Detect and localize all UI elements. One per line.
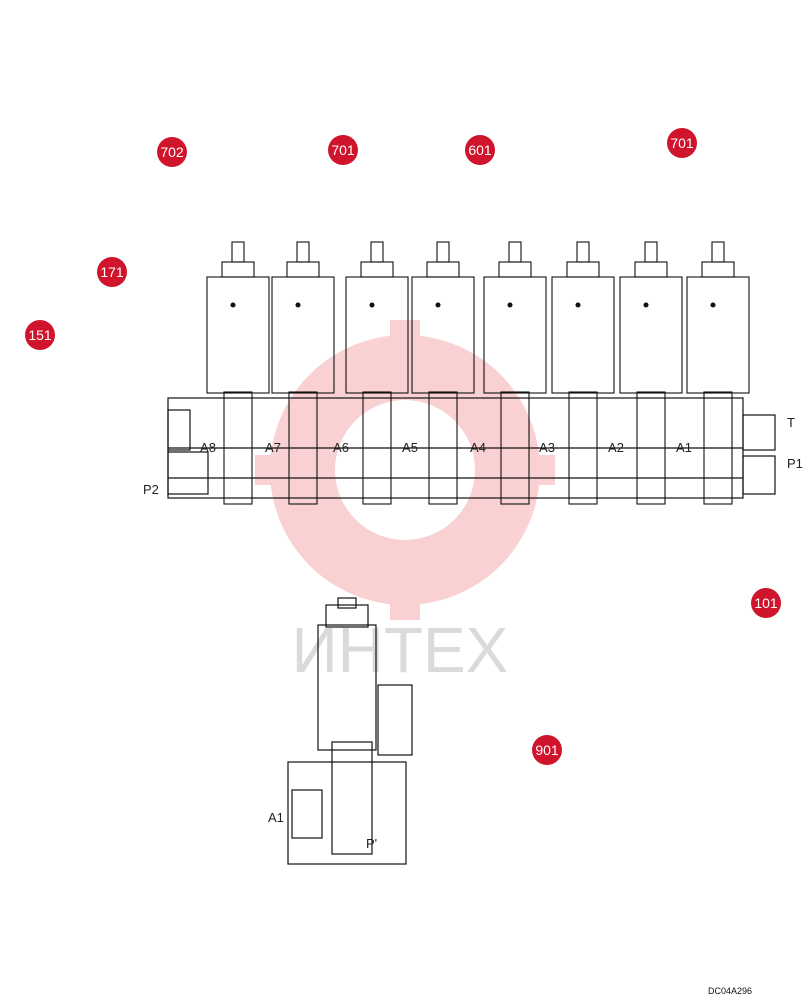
port-label-p1: P1 <box>787 456 803 471</box>
callout-701b[interactable]: 701 <box>667 128 697 158</box>
port-label-a4: A4 <box>470 440 486 455</box>
watermark-text: ИНТЕХ <box>292 614 509 686</box>
callout-901[interactable]: 901 <box>532 735 562 765</box>
port-label-p2: P2 <box>143 482 159 497</box>
drawing-code: DC04A296 <box>707 986 752 996</box>
port-label-t: T <box>787 415 795 430</box>
port-label-a1: A1 <box>676 440 692 455</box>
solenoid-7 <box>619 241 683 505</box>
solenoid-4 <box>411 241 475 505</box>
callout-101[interactable]: 101 <box>751 588 781 618</box>
port-label-single-a: A1 <box>268 810 284 825</box>
callout-601[interactable]: 601 <box>465 135 495 165</box>
port-label-a5: A5 <box>402 440 418 455</box>
solenoid-8 <box>686 241 750 505</box>
solenoid-row <box>206 241 750 505</box>
solenoid-2 <box>271 241 335 505</box>
port-label-a8: A8 <box>200 440 216 455</box>
callout-702[interactable]: 702 <box>157 137 187 167</box>
callout-151[interactable]: 151 <box>25 320 55 350</box>
watermark-logo <box>255 320 555 620</box>
solenoid-6 <box>551 241 615 505</box>
solenoid-5 <box>483 241 547 505</box>
port-label-a2: A2 <box>608 440 624 455</box>
solenoid-3 <box>345 241 409 505</box>
port-label-single-p: P' <box>366 836 377 851</box>
single-valve <box>287 597 413 865</box>
port-label-a7: A7 <box>265 440 281 455</box>
port-label-a3: A3 <box>539 440 555 455</box>
callout-701a[interactable]: 701 <box>328 135 358 165</box>
solenoid-1 <box>206 241 270 505</box>
valve-manifold <box>167 397 776 499</box>
port-label-a6: A6 <box>333 440 349 455</box>
callout-171[interactable]: 171 <box>97 257 127 287</box>
